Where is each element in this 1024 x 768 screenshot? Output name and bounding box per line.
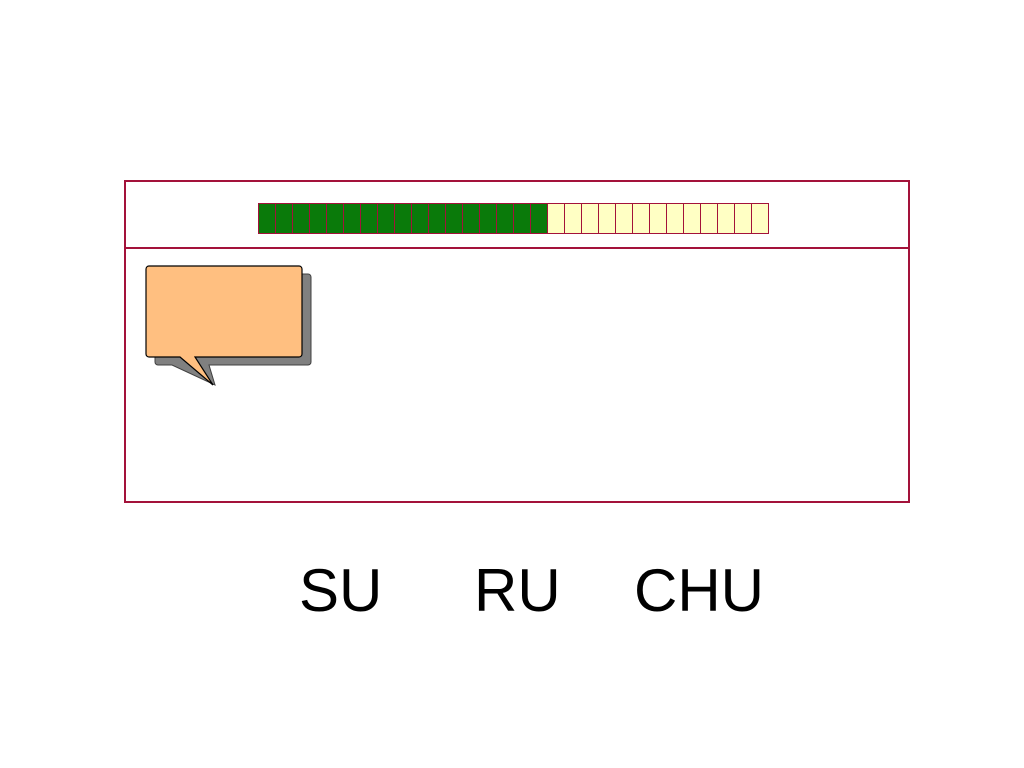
progress-cell-empty <box>734 203 752 234</box>
speech-bubble-icon <box>145 265 312 386</box>
progress-cell-filled <box>309 203 327 234</box>
progress-cell-filled <box>445 203 463 234</box>
progress-cell-empty <box>598 203 616 234</box>
progress-cell-filled <box>360 203 378 234</box>
progress-cell-empty <box>564 203 582 234</box>
progress-cell-empty <box>683 203 701 234</box>
syllable-ru: RU <box>474 557 561 624</box>
progress-cell-filled <box>479 203 497 234</box>
progress-cell-empty <box>581 203 599 234</box>
speech-bubble-body <box>145 265 303 386</box>
progress-cell-filled <box>428 203 446 234</box>
progress-cell-filled <box>394 203 412 234</box>
progress-cell-filled <box>377 203 395 234</box>
progress-cell-filled <box>275 203 293 234</box>
progress-cell-filled <box>343 203 361 234</box>
progress-cell-filled <box>462 203 480 234</box>
syllable-su: SU <box>299 557 383 624</box>
content-frame <box>124 180 910 503</box>
progress-cell-filled <box>292 203 310 234</box>
progress-cell-filled <box>496 203 514 234</box>
progress-cell-filled <box>326 203 344 234</box>
progress-cell-empty <box>717 203 735 234</box>
progress-cell-filled <box>258 203 276 234</box>
progress-cell-empty <box>751 203 769 234</box>
progress-cell-empty <box>547 203 565 234</box>
progress-cell-empty <box>615 203 633 234</box>
progress-bar <box>258 203 769 234</box>
progress-cell-empty <box>649 203 667 234</box>
syllable-row: SU RU CHU <box>0 555 1024 635</box>
progress-cell-filled <box>513 203 531 234</box>
progress-cell-empty <box>666 203 684 234</box>
syllable-chu: CHU <box>634 557 764 624</box>
progress-cell-empty <box>632 203 650 234</box>
frame-divider <box>126 247 908 249</box>
progress-cell-empty <box>700 203 718 234</box>
progress-cell-filled <box>411 203 429 234</box>
progress-cell-filled <box>530 203 548 234</box>
